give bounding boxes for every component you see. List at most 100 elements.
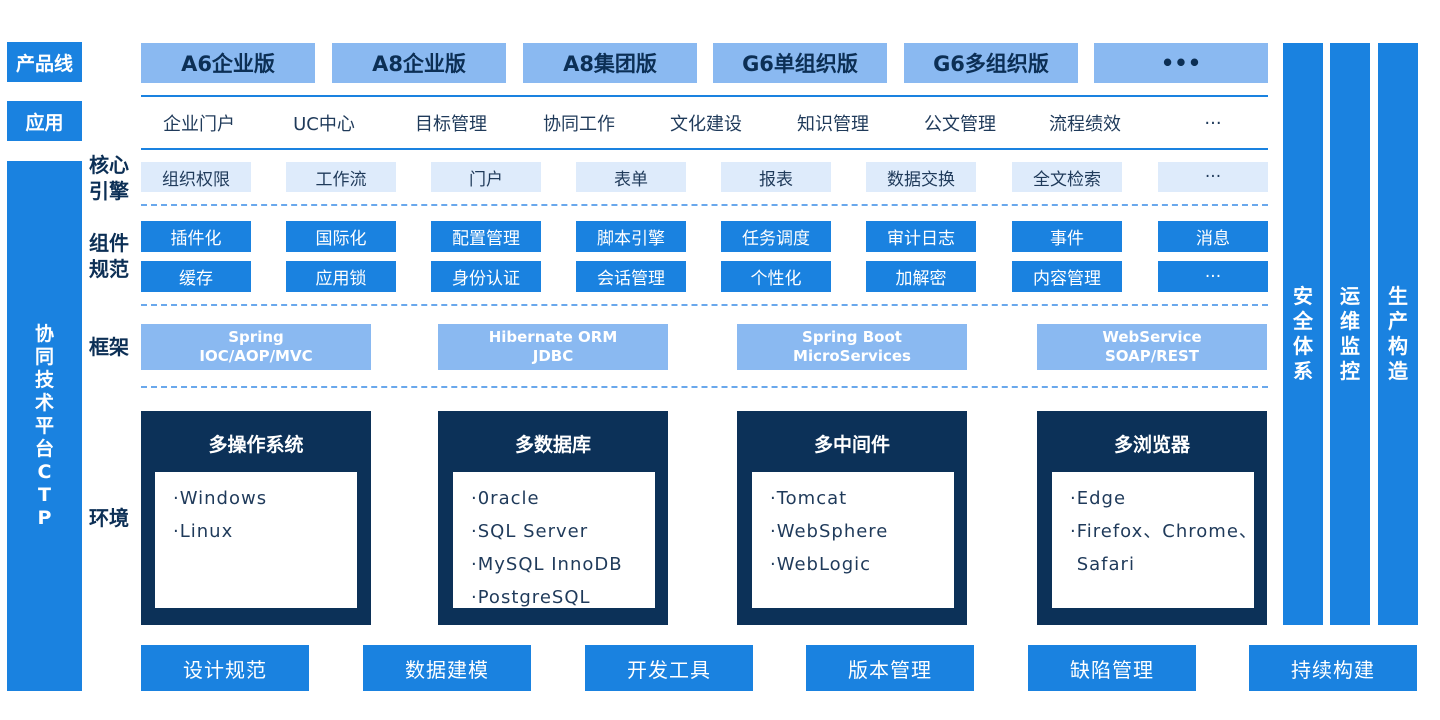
component-spec-label-line2: 规范 (89, 257, 129, 281)
component-item: 加解密 (866, 261, 976, 292)
right-column-char: 运 (1340, 284, 1360, 308)
environment-list: ·Tomcat ·WebSphere ·WebLogic (752, 472, 954, 608)
right-column-char: 生 (1388, 284, 1408, 308)
application-item: 文化建设 (670, 114, 742, 135)
application-item: 公文管理 (924, 114, 996, 135)
environment-list: ·0racle·SQL Server·MySQL InnoDB·PostgreS… (453, 472, 655, 608)
ctp-label-char: 台 (34, 437, 54, 460)
component-item: 消息 (1158, 221, 1268, 252)
core-engine-item: 全文检索 (1012, 162, 1122, 192)
application-label: 应用 (7, 101, 82, 141)
framework-item-line2: IOC/AOP/MVC (199, 347, 313, 365)
core-engine-item: ··· (1158, 162, 1268, 192)
ctp-label-char: 平 (34, 414, 54, 437)
right-column: 安全体系 (1283, 43, 1323, 625)
application-item: 协同工作 (543, 114, 615, 135)
component-item: 身份认证 (431, 261, 541, 292)
product-item: A8集团版 (523, 43, 697, 83)
environment-list-item: ·Windows (173, 488, 268, 509)
environment-label: 环境 (89, 506, 129, 530)
dashed-separator (141, 304, 1268, 306)
application-item: 知识管理 (797, 114, 869, 135)
core-engine-item: 数据交换 (866, 162, 976, 192)
tool-item: 开发工具 (585, 645, 753, 691)
product-item: G6单组织版 (713, 43, 887, 83)
separator-line (141, 148, 1268, 150)
environment-list: ·Windows ·Linux (155, 472, 357, 608)
right-column-char: 构 (1388, 334, 1408, 358)
ctp-label-char: 术 (34, 391, 54, 414)
environment-list-item: ·Edge (1070, 488, 1127, 509)
application-item: 企业门户 (163, 114, 235, 135)
dashed-separator (141, 204, 1268, 206)
right-column-char: 造 (1388, 359, 1408, 383)
right-column: 运维监控 (1330, 43, 1370, 625)
tool-item: 持续构建 (1249, 645, 1417, 691)
component-item: 配置管理 (431, 221, 541, 252)
product-item: A8企业版 (332, 43, 506, 83)
application-item: UC中心 (293, 114, 355, 135)
separator-line (141, 95, 1268, 97)
environment-list-item: ·MySQL InnoDB (471, 554, 623, 575)
right-column-char: 控 (1340, 359, 1360, 383)
ctp-label-char: C (37, 460, 52, 483)
right-column: 生产构造 (1378, 43, 1418, 625)
component-item: 内容管理 (1012, 261, 1122, 292)
environment-title: 多操作系统 (208, 433, 304, 456)
core-engine-item: 表单 (576, 162, 686, 192)
ctp-label-char: P (37, 506, 52, 529)
framework-item-line1: Spring Boot (802, 328, 902, 346)
product-item: ••• (1094, 43, 1268, 83)
component-item: 任务调度 (721, 221, 831, 252)
component-item: 应用锁 (286, 261, 396, 292)
tool-item: 缺陷管理 (1028, 645, 1196, 691)
dashed-separator (141, 386, 1268, 388)
ctp-label-char: 同 (34, 345, 54, 368)
product-item: A6企业版 (141, 43, 315, 83)
component-item: 审计日志 (866, 221, 976, 252)
product-item: G6多组织版 (904, 43, 1078, 83)
core-engine-item: 工作流 (286, 162, 396, 192)
environment-list-item: ·WebSphere (770, 521, 889, 542)
core-engine-item: 报表 (721, 162, 831, 192)
environment-list: ·Edge·Firefox、Chrome、 Safari (1052, 472, 1257, 608)
environment-list-item: ·0racle (471, 488, 540, 509)
framework-item-line2: JDBC (532, 347, 574, 365)
ctp-label-char: 技 (34, 368, 54, 391)
environment-title: 多浏览器 (1113, 433, 1190, 456)
right-column-char: 系 (1293, 359, 1313, 383)
framework-label: 框架 (89, 335, 129, 359)
core-engine-label-line2: 引擎 (89, 179, 129, 203)
ctp-label-char: T (38, 483, 51, 506)
right-column-char: 维 (1340, 309, 1360, 333)
right-column-char: 全 (1293, 309, 1313, 333)
environment-title: 多中间件 (813, 433, 890, 456)
application-item: ··· (1204, 112, 1222, 134)
environment-list-item: ·SQL Server (471, 521, 589, 542)
environment-list-item: ·Linux (173, 521, 234, 542)
environment-list-item: Safari (1070, 554, 1135, 575)
component-item: 个性化 (721, 261, 831, 292)
right-column-char: 产 (1388, 309, 1408, 333)
framework-item-line2: MicroServices (793, 347, 911, 365)
framework-item-line1: Spring (228, 328, 284, 346)
environment-list-item: ·WebLogic (770, 554, 872, 575)
framework-item-line1: Hibernate ORM (488, 328, 618, 346)
component-spec-label-line1: 组件 (89, 231, 129, 255)
core-engine-label-line1: 核心 (89, 153, 129, 177)
tool-item: 数据建模 (363, 645, 531, 691)
environment-list-item: ·Tomcat (770, 488, 848, 509)
component-item: 插件化 (141, 221, 251, 252)
right-column-char: 监 (1340, 334, 1360, 358)
ctp-label-char: 协 (34, 322, 54, 345)
application-item: 目标管理 (415, 114, 487, 135)
component-item: 缓存 (141, 261, 251, 292)
right-column-char: 安 (1293, 284, 1313, 308)
component-item: 脚本引擎 (576, 221, 686, 252)
core-engine-item: 组织权限 (141, 162, 251, 192)
